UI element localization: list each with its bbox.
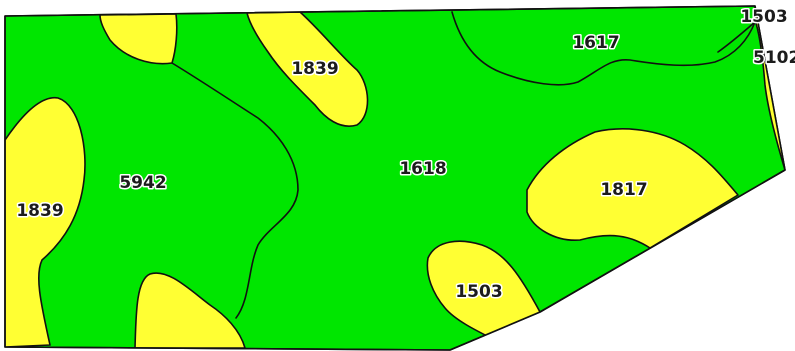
zone-label-1618: 1618 (399, 159, 446, 179)
zone-patch-1839-topleft[interactable] (99, 13, 178, 65)
parcel-outline (4, 5, 786, 351)
zone-patch-1839-left[interactable] (5, 97, 86, 348)
zone-label-5102: 5102 (753, 48, 795, 68)
zone-label-1503-bottom: 1503 (455, 282, 502, 302)
zone-boundaries (171, 11, 756, 319)
zone-label-1817: 1817 (600, 180, 647, 200)
zone-patch-bottom-left[interactable] (134, 272, 246, 349)
zone-label-1839-left: 1839 (16, 201, 63, 221)
zone-label-1503-top: 1503 (740, 7, 787, 27)
zone-patch-1817[interactable] (526, 128, 739, 249)
zone-patch-1839-top[interactable] (246, 11, 369, 127)
zone-label-1617: 1617 (572, 33, 619, 53)
zone-label-1839-top: 1839 (291, 59, 338, 79)
zone-label-5942: 5942 (119, 173, 166, 193)
